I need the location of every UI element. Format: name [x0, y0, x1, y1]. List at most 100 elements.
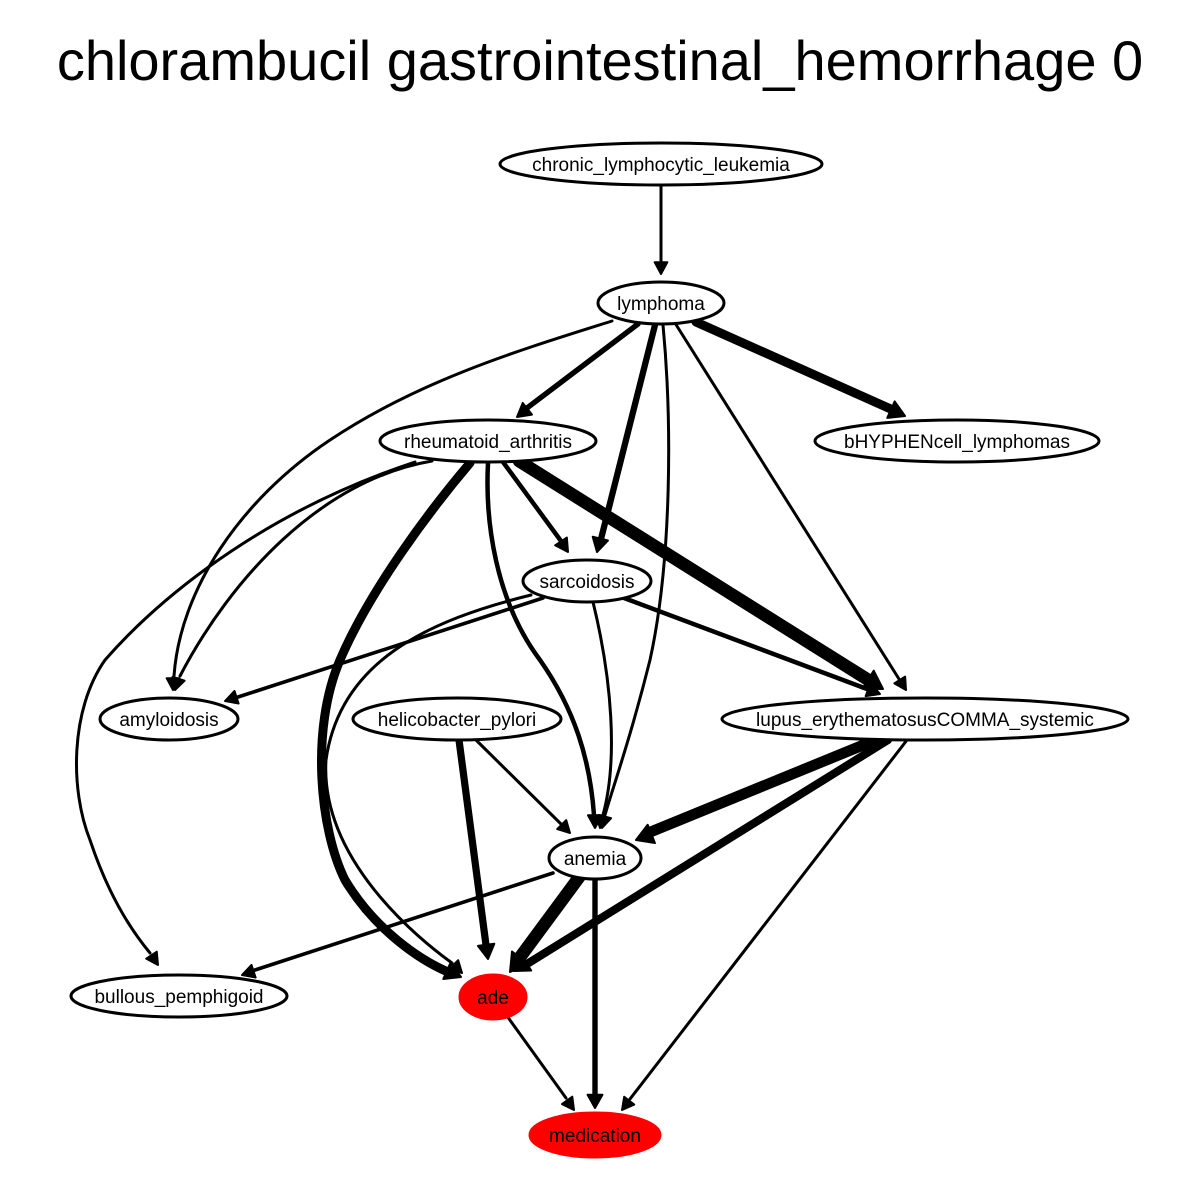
node-lupus: lupus_erythematosusCOMMA_systemic [720, 696, 1130, 742]
node-cll: chronic_lymphocytic_leukemia [498, 141, 824, 187]
edge-ra-to-sarc [500, 459, 569, 553]
edge-ra-to-amyl [171, 459, 434, 691]
edge-hpyl-to-anemia [474, 738, 571, 834]
node-ade: ade [458, 973, 528, 1021]
arrowhead-icon [591, 535, 609, 553]
edge-line [642, 733, 884, 839]
edge-sarc-to-lupus [621, 595, 881, 698]
node-label: sarcoidosis [539, 572, 634, 593]
edge-line [511, 869, 587, 967]
edge-cll-to-lymphoma [653, 184, 669, 275]
edge-lymphoma-to-sarc [591, 321, 659, 553]
edge-line [474, 738, 563, 826]
edge-line [591, 600, 613, 817]
edge-ra-to-bullous [74, 460, 417, 966]
node-shape [521, 558, 653, 604]
node-label: ade [477, 988, 509, 1009]
arrowhead-icon [171, 675, 186, 691]
arrowhead-icon [476, 942, 496, 960]
node-med: medication [528, 1111, 662, 1159]
node-label: medication [549, 1126, 641, 1147]
edge-line [621, 595, 870, 692]
edge-line [673, 321, 901, 681]
node-shape [528, 1111, 662, 1159]
arrowhead-icon [224, 689, 240, 705]
node-label: lymphoma [617, 294, 705, 315]
arrowhead-icon [886, 400, 906, 419]
edge-lymphoma-to-lupus [673, 321, 907, 691]
edge-line [603, 323, 671, 817]
arrowhead-icon [595, 814, 610, 829]
node-shape [458, 973, 528, 1021]
edge-lymphoma-to-bcell [691, 317, 906, 419]
node-label: lupus_erythematosusCOMMA_systemic [756, 710, 1094, 731]
node-label: chronic_lymphocytic_leukemia [532, 155, 790, 176]
node-shape [351, 696, 563, 742]
node-label: amyloidosis [119, 710, 218, 731]
node-lymphoma: lymphoma [596, 280, 726, 326]
edge-line [522, 735, 893, 969]
node-label: rheumatoid_arthritis [404, 432, 572, 453]
edge-sarc-to-amyl [224, 596, 545, 705]
arrowhead-icon [241, 963, 257, 979]
arrowhead-icon [635, 823, 656, 845]
edge-line [324, 593, 533, 965]
edge-sarc-to-ade [324, 593, 533, 974]
arrowhead-icon [893, 675, 907, 691]
arrowhead-icon [560, 1095, 575, 1111]
edge-ade-to-med [505, 1014, 575, 1111]
arrowhead-icon [621, 1095, 636, 1111]
node-bullous: bullous_pemphigoid [69, 973, 289, 1019]
edge-anemia-to-bullous [241, 871, 555, 979]
arrowhead-icon [556, 819, 571, 834]
arrowhead-icon [653, 261, 669, 275]
node-ra: rheumatoid_arthritis [378, 418, 598, 464]
node-shape [596, 280, 726, 326]
edge-lymphoma-to-ra [516, 321, 641, 418]
edge-lupus-to-anemia [635, 733, 884, 845]
edge-line [485, 460, 597, 818]
arrowhead-icon [448, 959, 463, 974]
arrowhead-icon [586, 1093, 604, 1109]
edge-line [628, 738, 909, 1101]
node-sarc: sarcoidosis [521, 558, 653, 604]
edge-line [505, 1014, 568, 1100]
edge-anemia-to-ade [509, 869, 587, 973]
edge-line [524, 321, 641, 411]
node-shape [378, 418, 598, 464]
node-hpyl: helicobacter_pylori [351, 696, 563, 742]
edge-line [172, 319, 614, 678]
diagram-title: chlorambucil gastrointestinal_hemorrhage… [56, 29, 1144, 92]
node-shape [498, 141, 824, 187]
edge-line [500, 459, 564, 544]
node-shape [69, 973, 289, 1019]
edge-line [253, 871, 555, 972]
arrowhead-icon [864, 681, 881, 698]
arrowhead-icon [509, 950, 531, 973]
edge-line [691, 317, 898, 415]
node-label: bHYPHENcell_lymphomas [844, 432, 1070, 453]
node-anemia: anemia [547, 835, 643, 881]
node-layer: chronic_lymphocytic_leukemia lymphoma rheu… [69, 141, 1130, 1159]
arrowhead-icon [516, 401, 533, 418]
edge-layer [74, 184, 909, 1111]
edge-sarc-to-anemia [591, 600, 613, 829]
node-label: anemia [564, 849, 627, 870]
edge-line [236, 596, 545, 699]
node-bcell: bHYPHENcell_lymphomas [813, 418, 1101, 464]
node-label: helicobacter_pylori [378, 710, 536, 731]
node-shape [547, 835, 643, 881]
node-amyl: amyloidosis [98, 696, 240, 742]
arrowhead-icon [554, 536, 569, 553]
edge-line [74, 460, 417, 955]
node-shape [720, 696, 1130, 742]
node-shape [98, 696, 240, 742]
edge-anemia-to-med [586, 877, 604, 1109]
node-label: bullous_pemphigoid [94, 987, 263, 1008]
arrowhead-icon [145, 950, 159, 966]
edge-lupus-to-med [621, 738, 909, 1111]
edge-line [512, 454, 877, 688]
node-shape [813, 418, 1101, 464]
edge-lymphoma-to-amyl [165, 319, 614, 691]
